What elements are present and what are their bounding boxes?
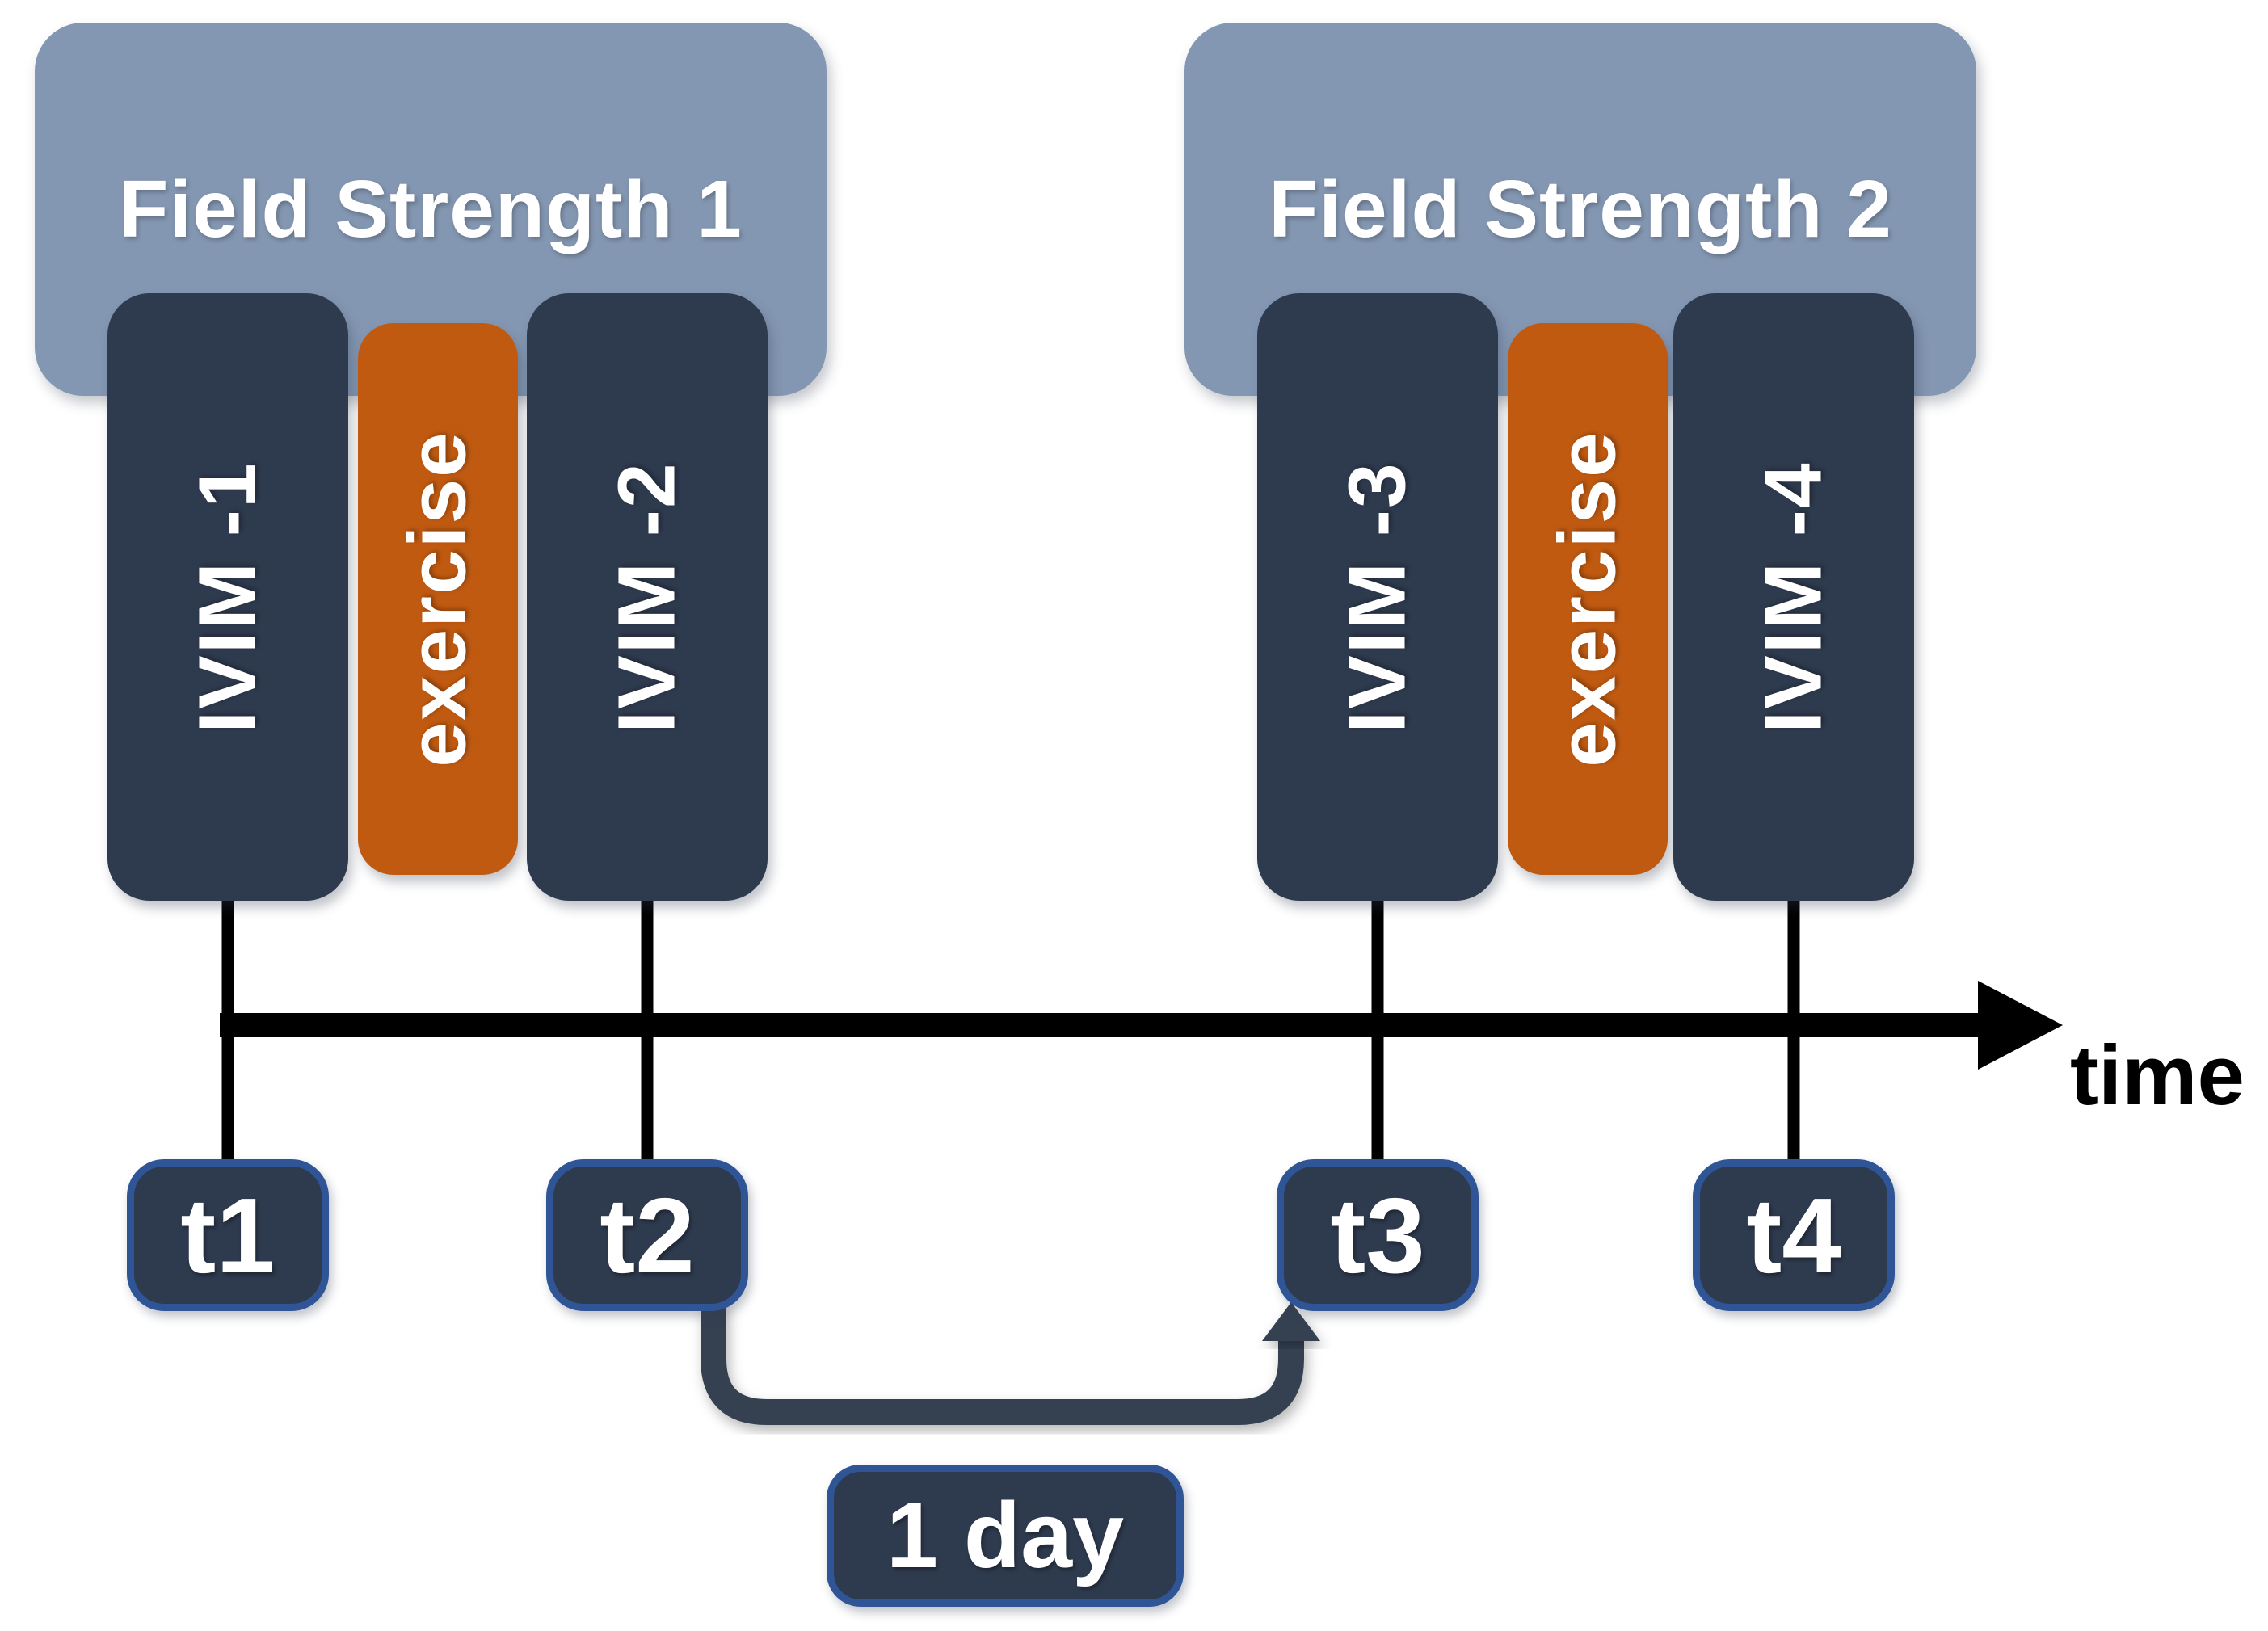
timepoint-t4-label: t4 [1746, 1175, 1841, 1295]
exercise-2-box: exercise [1508, 323, 1668, 875]
ivim-1-box: IVIM -1 [107, 293, 348, 901]
field-strength-2-title: Field Strength 2 [1269, 163, 1892, 254]
time-axis-label: time [2070, 1028, 2245, 1123]
timeline-arrowhead-icon [1978, 981, 2063, 1070]
interval-arrowhead-icon [1262, 1302, 1320, 1341]
timepoint-t2-box: t2 [546, 1159, 748, 1311]
ivim-4-box: IVIM -4 [1673, 293, 1914, 901]
timepoint-t1-label: t1 [180, 1175, 276, 1295]
interval-1-day-box: 1 day [827, 1465, 1184, 1607]
exercise-2-label: exercise [1542, 431, 1633, 767]
ivim-3-box: IVIM -3 [1257, 293, 1498, 901]
field-strength-1-title: Field Strength 1 [119, 163, 743, 254]
interval-arrow [701, 1302, 1304, 1425]
ivim-3-label: IVIM -3 [1332, 460, 1423, 734]
ivim-1-label: IVIM -1 [182, 460, 273, 734]
ivim-2-label: IVIM -2 [601, 460, 692, 734]
timepoint-t4-box: t4 [1693, 1159, 1895, 1311]
timepoint-t3-label: t3 [1330, 1175, 1425, 1295]
timepoint-t3-box: t3 [1277, 1159, 1479, 1311]
exercise-1-label: exercise [392, 431, 483, 767]
exercise-1-box: exercise [358, 323, 518, 875]
ivim-2-box: IVIM -2 [527, 293, 768, 901]
interval-1-day-label: 1 day [886, 1484, 1125, 1587]
ivim-4-label: IVIM -4 [1748, 460, 1839, 734]
timepoint-t1-box: t1 [127, 1159, 329, 1311]
timepoint-t2-label: t2 [600, 1175, 695, 1295]
